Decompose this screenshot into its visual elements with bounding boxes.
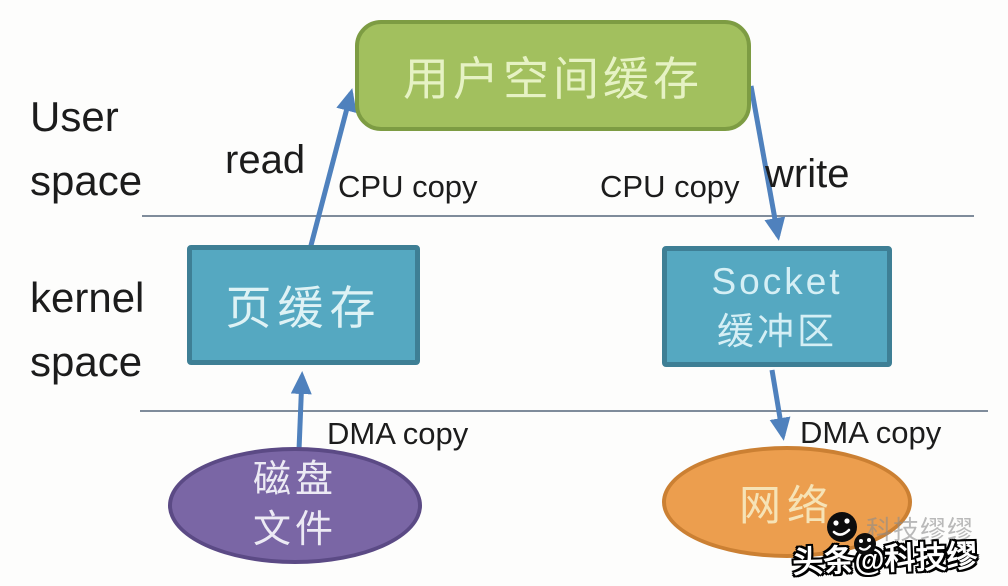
cpu-copy-left-label: CPU copy — [338, 169, 478, 204]
read-label: read — [225, 138, 306, 182]
network-ellipse: 网络 — [662, 446, 912, 558]
read-arrow — [306, 88, 357, 254]
double-smiley-faces-icon — [827, 512, 876, 555]
disk-file-ellipse: 磁盘 文件 — [168, 447, 422, 564]
user-space-region-label: User space — [30, 93, 143, 204]
cpu-copy-right-label: CPU copy — [600, 169, 740, 204]
watermark-faint-text: 科技缪缪 — [866, 515, 975, 545]
write-label: write — [765, 152, 850, 196]
dma-copy-left-label: DMA copy — [327, 416, 469, 451]
page-cache-box: 页缓存 — [187, 245, 420, 365]
user-kernel-boundary-line — [142, 215, 974, 217]
kernel-hardware-boundary-line — [140, 410, 988, 412]
dma-read-arrow — [290, 371, 312, 451]
kernel-space-region-label: kernel space — [30, 274, 145, 385]
dma-write-arrow — [769, 369, 791, 441]
socket-buffer-box: Socket 缓冲区 — [662, 246, 892, 367]
user-space-buffer-box: 用户空间缓存 — [355, 20, 751, 131]
dma-copy-right-label: DMA copy — [800, 415, 942, 450]
write-arrow — [748, 85, 786, 241]
